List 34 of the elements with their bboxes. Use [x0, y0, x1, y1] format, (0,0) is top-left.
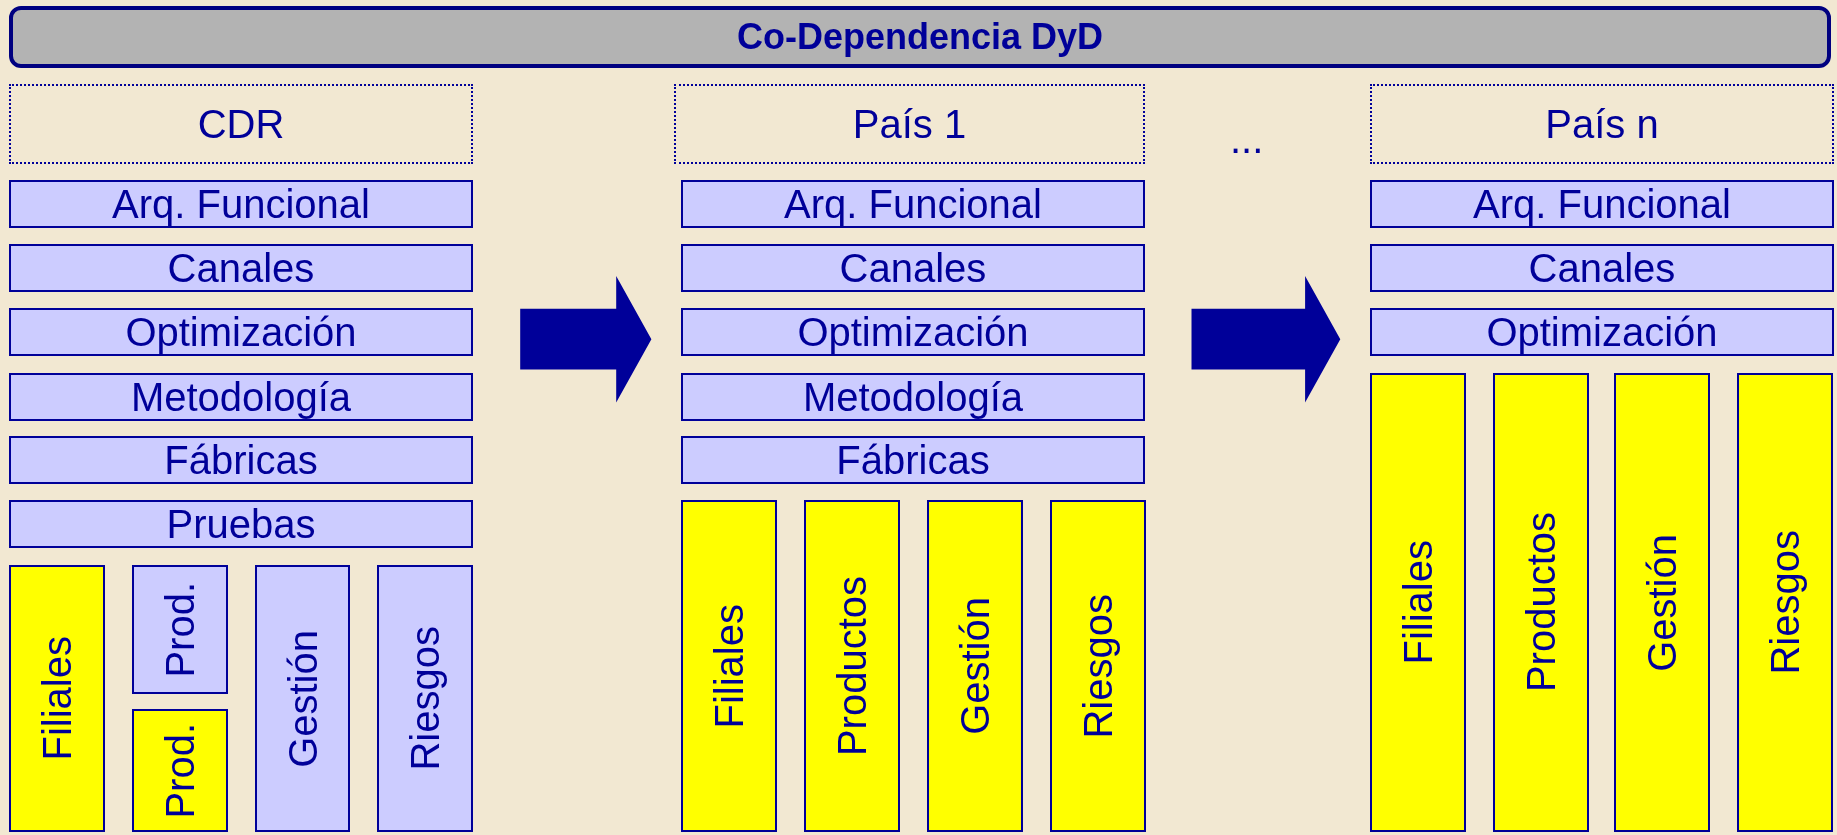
layer-bar: Arq. Funcional	[9, 180, 473, 228]
ellipsis-text: ...	[1230, 117, 1264, 162]
layer-bar: Pruebas	[9, 500, 473, 548]
block-arrow	[1191, 275, 1341, 403]
layer-bar: Canales	[9, 244, 473, 292]
vertical-bar: Gestión	[927, 500, 1023, 832]
vertical-bar: Riesgos	[1050, 500, 1146, 832]
title-banner: Co-Dependencia DyD	[9, 6, 1831, 68]
block-arrow	[520, 275, 652, 403]
layer-bar: Optimización	[9, 308, 473, 356]
vertical-bar: Filiales	[1370, 373, 1466, 832]
layer-bar: Optimización	[681, 308, 1145, 356]
column-header: País n	[1370, 84, 1834, 164]
vertical-bar: Gestión	[255, 565, 350, 832]
vertical-bar: Gestión	[1614, 373, 1710, 832]
vertical-bar: Riesgos	[1737, 373, 1833, 832]
vertical-bar: Riesgos	[377, 565, 473, 832]
layer-bar: Arq. Funcional	[1370, 180, 1834, 228]
vertical-bar: Filiales	[681, 500, 777, 832]
layer-bar: Canales	[1370, 244, 1834, 292]
vertical-bar: Filiales	[9, 565, 105, 832]
layer-bar: Optimización	[1370, 308, 1834, 356]
layer-bar: Arq. Funcional	[681, 180, 1145, 228]
layer-bar: Canales	[681, 244, 1145, 292]
layer-bar: Metodología	[9, 373, 473, 421]
layer-bar: Fábricas	[681, 436, 1145, 484]
vertical-bar: Prod.	[132, 709, 228, 832]
column-header: CDR	[9, 84, 473, 164]
layer-bar: Metodología	[681, 373, 1145, 421]
vertical-bar: Productos	[804, 500, 900, 832]
column-header: País 1	[674, 84, 1145, 164]
vertical-bar: Productos	[1493, 373, 1589, 832]
layer-bar: Fábricas	[9, 436, 473, 484]
vertical-bar: Prod.	[132, 565, 228, 694]
